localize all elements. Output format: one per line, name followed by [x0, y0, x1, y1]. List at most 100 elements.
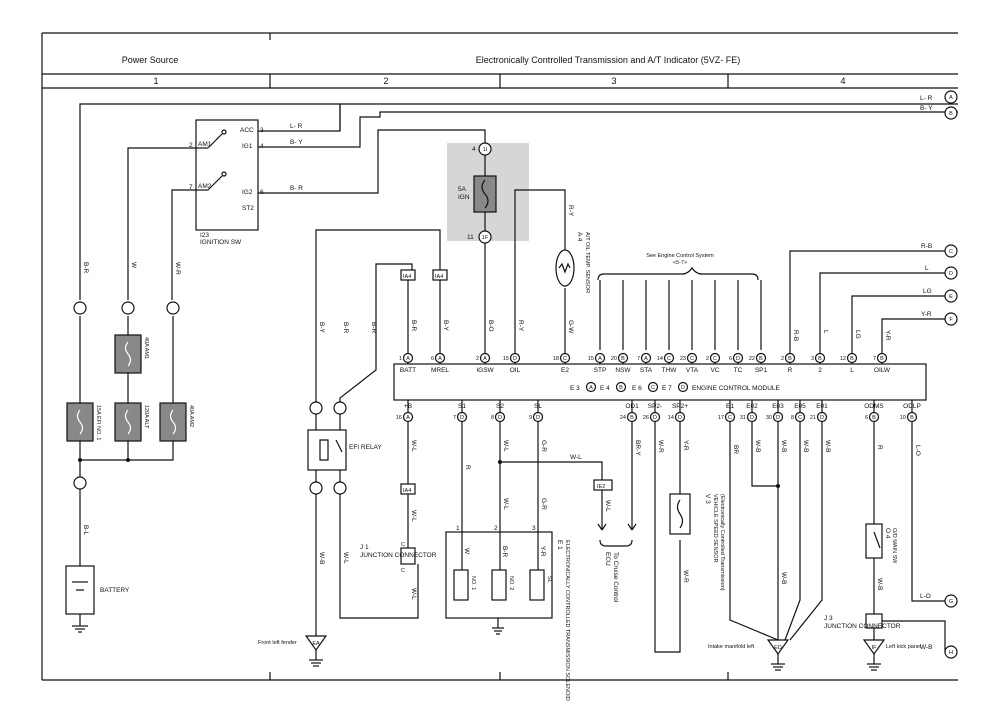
fl-alt-label: 120A ALT [143, 405, 149, 429]
ecm-top-pin-num: 6 [431, 356, 434, 362]
ign-pin-acc: ACC [240, 127, 254, 134]
ign-pin-ig2: IG2 [242, 189, 253, 196]
offpage-refs [944, 90, 958, 659]
od-switch-name: O/D MAIN SW [891, 528, 897, 564]
ecm-top-pin-num: 15 [503, 356, 509, 362]
wire-r-s1: R [464, 465, 471, 470]
ecm-bottom-pin-label: E01 [816, 403, 828, 410]
wire-rb-v: R-B [792, 330, 799, 341]
ecm-bottom-pin-label: S2 [496, 403, 504, 410]
ecm-bottom-pin-conn-letter: A [406, 415, 410, 421]
ecm-bottom-pin-conn [868, 411, 880, 423]
ecm-bottom-pin-conn [772, 411, 784, 423]
wire-b-y-right: B- Y [920, 105, 933, 112]
sol-wire-w: W [463, 548, 470, 555]
wire-br-relay2: B-R [370, 322, 377, 334]
ecm-top-pin-conn [617, 352, 629, 364]
ecm-top-pin-conn-letter: A [483, 356, 487, 362]
ign-fuse-top-pin: 4 [472, 146, 476, 153]
ecm-top-pin-label: IGSW [476, 367, 494, 374]
ecm-bottom-pin-label: ODLP [903, 403, 921, 410]
ecm-conn-e4: E 4 [600, 385, 610, 392]
engine-control-bracket [597, 266, 762, 350]
wire-br-batt: B-R [410, 320, 417, 332]
ecm-bottom-pin-conn-letter: C [798, 415, 802, 421]
sol-pin-1: 1 [456, 525, 460, 532]
j1-c-top: C [401, 542, 405, 548]
ecm-bottom-pin-num: 14 [668, 415, 674, 421]
sol-pin-3: 3 [532, 525, 536, 532]
sol-coil-2: NO. 2 [508, 576, 514, 590]
ecm-bottom-pin-label: E02 [746, 403, 758, 410]
wire-l-r-right: L- R [920, 95, 933, 102]
wire-br-relay: B-R [342, 322, 349, 334]
oil-sensor-name: A/T OIL TEMP. SENSOR [584, 232, 590, 293]
ecm-bottom-pin-conn [626, 411, 638, 423]
ign-fuse-top-conn-label: 1I [483, 147, 488, 153]
wire-ry-oil: R-Y [517, 320, 524, 332]
ecm-top-pin-conn-letter: D [736, 356, 740, 362]
offpage-d: D [949, 271, 953, 277]
ecm-top-pin-conn [876, 352, 888, 364]
ecm-bottom-pin-label: E1 [726, 403, 734, 410]
ecm-bottom-pin-conn [402, 411, 414, 423]
ecm-bottom-pin-conn-letter: D [536, 415, 540, 421]
cruise-line1: To Cruise Control [612, 552, 619, 603]
ecm-top-pin-conn-letter: A [644, 356, 648, 362]
solenoid-name: ELECTRONICALLY CONTROLLED TRANSMISSION S… [564, 540, 570, 701]
ecm-top-pin-num: 2 [476, 356, 479, 362]
ecm-bottom-pin-num: 31 [740, 415, 746, 421]
ia4-label-2: IA4 [435, 274, 443, 280]
solenoid-block [445, 531, 553, 635]
ecm-bottom-pin-conn-letter: D [498, 415, 502, 421]
ecm-top-pin-conn [732, 352, 744, 364]
ecm-bottom-pin-conn-letter: D [750, 415, 754, 421]
wire-l-v: L [822, 330, 829, 334]
ecm-top-pin-conn-letter: A [438, 356, 442, 362]
j1-name: JUNCTION CONNECTOR [360, 552, 437, 559]
wire-b-y: B- Y [290, 139, 303, 146]
wire-wl-2: W-L [410, 510, 417, 522]
wire-wb-e01: W-B [824, 440, 831, 453]
fl-am1-label: 40A AM1 [143, 337, 149, 359]
wire-wl-s2: W-L [502, 440, 509, 452]
j1-id: J 1 [360, 544, 369, 551]
sol-coil-1: NO. 1 [470, 576, 476, 590]
ecm-top-pin-num: 7 [637, 356, 640, 362]
ecm-top-pin-conn-letter: B [818, 356, 822, 362]
ecm-bottom-pin-num: 26 [643, 415, 649, 421]
wire-gr-sl: G-R [540, 440, 547, 452]
wire-lg-v: LG [854, 330, 861, 339]
ecm-top-pin-num: 22 [749, 356, 755, 362]
ign-fuse-name: IGN [458, 194, 470, 201]
wire-bo: B-O [487, 320, 494, 332]
ecm-name: ENGINE CONTROL MODULE [692, 385, 781, 392]
ground-ed-id: ED [774, 645, 782, 651]
wire-yr-v: Y-R [884, 330, 891, 341]
ecm-bottom-pin-conn [649, 411, 661, 423]
ecm-top-pin-label: THW [662, 367, 678, 374]
wire-wb-e03: W-B [780, 440, 787, 453]
speed-sensor-sub: (Electronically Controlled Transmission) [719, 494, 725, 591]
ecm-conn-e6: E 6 [632, 385, 642, 392]
ground-ea-label: Front left fender [258, 640, 297, 646]
ecm-conn-e3: E 3 [570, 385, 580, 392]
ecm-top-pin-num: 1 [399, 356, 402, 362]
ecm-bottom-pin-num: 16 [396, 415, 402, 421]
ecm-bottom-pin-label: OD1 [625, 403, 639, 410]
ecm-top-pin-conn-letter: A [406, 356, 410, 362]
efi-relay-label: EFI RELAY [349, 444, 382, 451]
wire-wb-lower: W-B [780, 572, 787, 585]
offpage-c: C [949, 249, 953, 255]
wire-wl-s2b: W-L [502, 498, 509, 510]
ecm-bottom-pin-num: 7 [453, 415, 456, 421]
engine-control-ref: <5-7> [673, 260, 687, 266]
oil-sensor-id: A 4 [576, 232, 583, 242]
ecm-bottom-pin-conn-letter: D [820, 415, 824, 421]
ecm-bottom-pin-conn [794, 411, 806, 423]
ecm-top-pin-conn [755, 352, 767, 364]
ecm-top-pin-label: OILW [874, 367, 891, 374]
wire-b-r: B- R [290, 185, 303, 192]
ecm-conn-letter-d: D [681, 385, 685, 391]
